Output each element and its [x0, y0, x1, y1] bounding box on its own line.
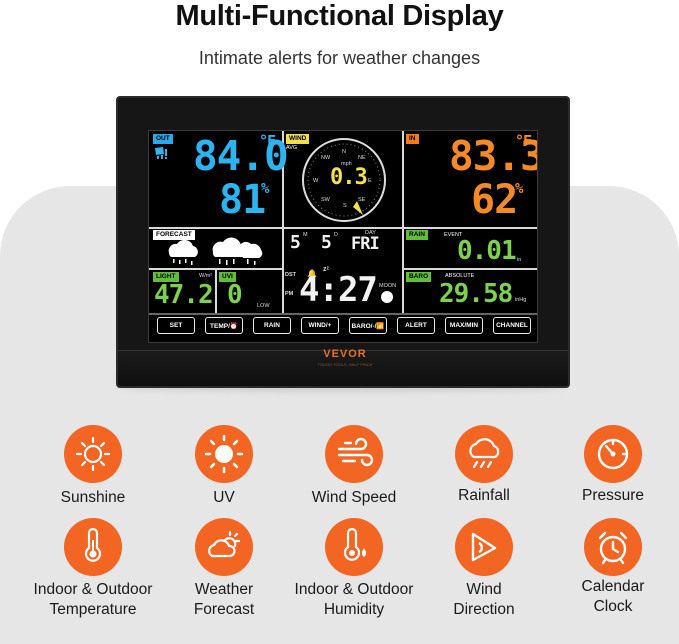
feature-label-wind-speed: Wind Speed — [311, 489, 397, 506]
compass-ne: NE — [358, 155, 366, 161]
indoor-temperature: 83.3 — [449, 132, 538, 180]
moon-label: MOON — [379, 283, 397, 289]
lcd-screen: OUT 84.0 °F 81 % WIND AVG N NE E SE S SW… — [148, 130, 538, 343]
feature-label-wind-direction: Wind Direction — [453, 581, 515, 618]
temp-alarm-button[interactable]: TEMP/⏰ — [205, 317, 243, 334]
moon-phase-icon — [381, 291, 393, 303]
page-title: Multi-Functional Display — [175, 0, 504, 32]
baro-tag: BARO — [406, 272, 432, 282]
feature-label-pressure: Pressure — [581, 487, 645, 504]
pm-label: PM — [285, 291, 294, 297]
indoor-tag: IN — [406, 134, 419, 144]
feature-label-temperature: Indoor & Outdoor Temperature — [33, 581, 153, 618]
compass-w: W — [313, 178, 319, 184]
compass-n: N — [342, 149, 346, 155]
rain-value: 0.01 — [457, 236, 517, 266]
wind-direction-icon — [455, 518, 513, 576]
uv-level: LOW — [257, 303, 270, 309]
button-row: SET TEMP/⏰ RAIN WIND/+ BARO/-/📶 ALERT MA… — [157, 317, 531, 337]
outdoor-sensor-icon — [154, 146, 170, 160]
indoor-humidity: 62 — [471, 177, 518, 223]
snooze-icon: zᶻ — [323, 266, 330, 273]
device-base — [118, 350, 568, 386]
indoor-temp-unit: °F — [515, 132, 532, 150]
channel-button[interactable]: CHANNEL — [493, 317, 531, 334]
indoor-humidity-unit: % — [515, 181, 524, 197]
forecast-rain-clouds-icon — [161, 237, 279, 267]
outdoor-humidity: 81 — [219, 177, 266, 223]
light-tag: LIGHT — [153, 272, 179, 282]
baro-value: 29.58 — [439, 279, 513, 309]
feature-label-humidity: Indoor & Outdoor Humidity — [294, 581, 414, 618]
uv-value: 0 — [227, 280, 243, 310]
dst-label: DST — [285, 272, 296, 278]
outdoor-temperature: 84.0 — [193, 132, 289, 180]
thermometer-icon — [64, 518, 122, 576]
rain-event-label: EVENT — [444, 232, 463, 238]
uv-sun-icon — [195, 425, 253, 483]
month-label: M — [303, 232, 308, 238]
humidity-icon — [325, 518, 383, 576]
compass-s: S — [343, 203, 347, 209]
rain-tag: RAIN — [406, 230, 428, 240]
outdoor-humidity-unit: % — [261, 181, 270, 197]
brand-tagline: TOUGH TOOLS, HALF PRICE — [317, 362, 373, 367]
outdoor-tag: OUT — [153, 134, 173, 144]
wind-compass — [299, 135, 389, 225]
wind-speed-value: 0.3 — [330, 165, 368, 190]
wind-tag: WIND — [286, 134, 310, 144]
compass-nw: NW — [321, 155, 331, 161]
baro-absolute-label: ABSOLUTE — [445, 273, 475, 279]
max-min-button[interactable]: MAX/MIN — [445, 317, 483, 334]
wind-plus-button[interactable]: WIND/+ — [301, 317, 339, 334]
date-day: 5 — [321, 232, 332, 253]
compass-sw: SW — [321, 197, 330, 203]
rain-unit: in — [517, 257, 522, 263]
rainfall-icon — [455, 425, 513, 483]
wind-avg-label: AVG — [286, 145, 298, 151]
clock-time: 4:27 — [299, 270, 378, 310]
date-weekday: FRI — [351, 234, 380, 254]
feature-label-rainfall: Rainfall — [458, 487, 510, 504]
compass-se: SE — [358, 197, 366, 203]
forecast-tag: FORECAST — [153, 230, 195, 240]
weather-forecast-icon — [195, 518, 253, 576]
page-subtitle: Intimate alerts for weather changes — [198, 48, 481, 68]
feature-label-forecast: Weather Forecast — [193, 581, 255, 618]
uv-tag: UVI — [219, 272, 236, 282]
brand-logo: VEVOR — [323, 348, 367, 360]
sunshine-icon — [64, 425, 122, 483]
wind-speed-icon — [325, 425, 383, 483]
baro-unit: inHg — [515, 297, 527, 303]
light-unit: W/m² — [199, 273, 213, 279]
compass-e: E — [368, 178, 372, 184]
set-button[interactable]: SET — [157, 317, 195, 334]
alert-button[interactable]: ALERT — [397, 317, 435, 334]
weekday-label: DAY — [365, 230, 376, 236]
pressure-gauge-icon — [584, 425, 642, 483]
feature-label-uv: UV — [213, 489, 235, 506]
weather-station-display: OUT 84.0 °F 81 % WIND AVG N NE E SE S SW… — [116, 96, 570, 388]
baro-minus-button[interactable]: BARO/-/📶 — [349, 317, 387, 334]
rain-button[interactable]: RAIN — [253, 317, 291, 334]
feature-label-sunshine: Sunshine — [60, 489, 126, 506]
date-month: 5 — [290, 232, 301, 253]
light-value: 47.2 — [154, 280, 214, 310]
day-label: D — [334, 232, 338, 238]
alarm-clock-icon — [584, 518, 642, 576]
outdoor-temp-unit: °F — [259, 132, 276, 150]
feature-label-calendar-clock: Calendar Clock — [581, 578, 645, 615]
alarm-bell-icon: 🔔 — [307, 269, 317, 278]
wind-unit: mph — [341, 161, 352, 167]
